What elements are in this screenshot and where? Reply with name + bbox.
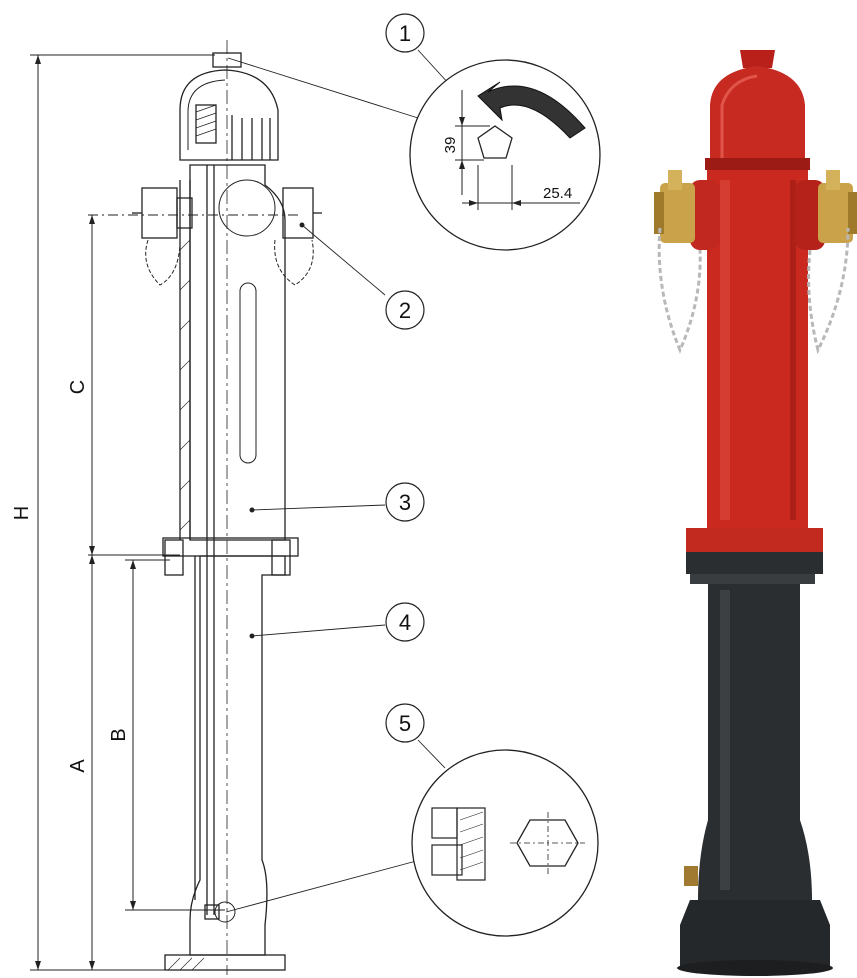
rotation-arrow-icon [477, 81, 586, 139]
drain-valve-section-icon [431, 807, 486, 881]
callout-number-2: 2 [399, 298, 411, 323]
callout-number-5: 5 [399, 711, 411, 736]
callout-number-3: 3 [399, 490, 411, 515]
hydrant-section-drawing [132, 40, 322, 975]
callout-leaders [225, 49, 451, 913]
detail-1-width-value: 25.4 [543, 185, 572, 202]
dimension-label-c: C [67, 380, 89, 394]
callout-number-4: 4 [399, 610, 411, 635]
detail-5-circle [411, 749, 599, 937]
callout-1: 1 [385, 13, 425, 53]
dimension-arrows [35, 55, 136, 970]
pentagon-nut-icon [477, 125, 513, 159]
callout-3: 3 [385, 482, 425, 522]
callout-5: 5 [385, 703, 425, 743]
dimension-lines [30, 54, 300, 971]
callout-dots [249, 222, 305, 639]
detail-1-height-value: 39 [442, 137, 459, 154]
hydrant-photo [654, 50, 857, 976]
dimension-label-h: H [11, 506, 33, 520]
callout-2: 2 [385, 290, 425, 330]
detail-1-circle: 39 25.4 [409, 59, 601, 251]
dimension-label-a: A [67, 759, 89, 773]
hexagon-nut-icon [516, 819, 579, 867]
callout-number-1: 1 [399, 21, 411, 46]
callout-4: 4 [385, 602, 425, 642]
dimension-label-b: B [108, 728, 130, 741]
